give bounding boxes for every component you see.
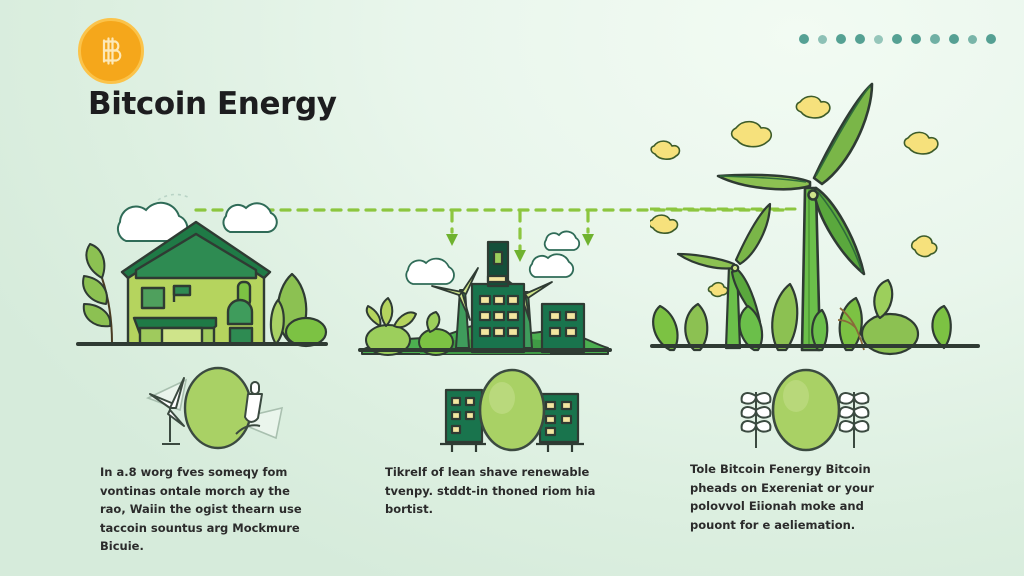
description-text: Tole Bitcoin Fenergy Bitcoin pheads on E… bbox=[690, 462, 874, 532]
description-text: In a.8 worg fves someqy fom vontinas ont… bbox=[100, 465, 302, 553]
green-house-farm-scene bbox=[76, 178, 328, 358]
panel-city-description: Tikrelf of lean shave renewable tvenpy. … bbox=[385, 463, 600, 519]
dot bbox=[799, 34, 809, 44]
dot bbox=[949, 34, 959, 44]
dot bbox=[892, 34, 902, 44]
mini-sketch-wheat-plants bbox=[722, 366, 892, 456]
bitcoin-coin-icon bbox=[78, 18, 144, 84]
leaf-wind-turbines-scene bbox=[648, 78, 990, 358]
ground-line bbox=[358, 348, 612, 352]
ground-line bbox=[650, 344, 980, 348]
mini-sketch-city-buildings bbox=[432, 366, 592, 456]
description-text: Tikrelf of lean shave renewable tvenpy. … bbox=[385, 465, 596, 516]
panel-house-description: In a.8 worg fves someqy fom vontinas ont… bbox=[100, 463, 315, 556]
dot bbox=[986, 34, 996, 44]
dot bbox=[874, 34, 883, 44]
mini-sketch-wind-and-flask bbox=[140, 364, 320, 456]
page-title: Bitcoin Energy bbox=[88, 86, 337, 122]
dot bbox=[911, 34, 921, 44]
dot bbox=[930, 34, 940, 44]
dot bbox=[818, 34, 827, 44]
green-city-turbines-scene bbox=[358, 228, 612, 358]
dot bbox=[968, 34, 977, 44]
ground-line bbox=[76, 342, 328, 346]
dot bbox=[836, 34, 846, 44]
dot bbox=[855, 34, 865, 44]
panel-wind-description: Tole Bitcoin Fenergy Bitcoin pheads on E… bbox=[690, 460, 905, 534]
decorative-dot-row bbox=[799, 34, 996, 44]
